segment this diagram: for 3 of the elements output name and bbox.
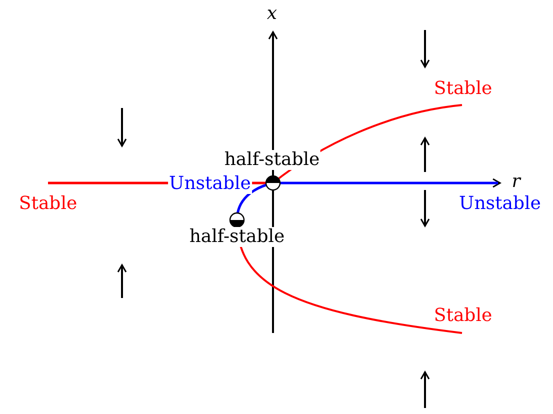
point-label: half-stable xyxy=(223,150,321,170)
point-label: half-stable xyxy=(188,227,286,247)
curve-label: Unstable xyxy=(168,174,252,194)
